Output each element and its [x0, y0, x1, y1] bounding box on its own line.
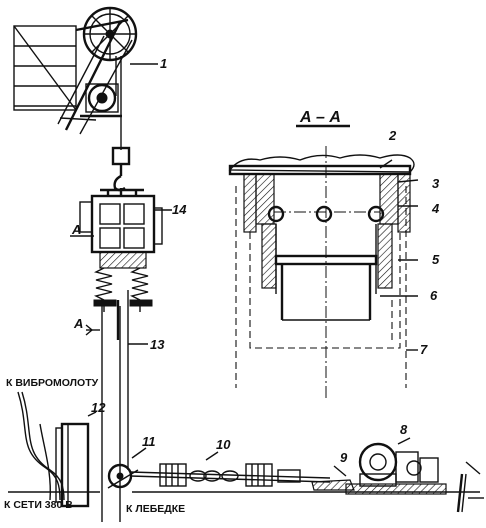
chain-tensioner-10	[159, 463, 301, 487]
winch-8	[345, 437, 447, 495]
callout-10: 10	[216, 437, 231, 452]
callout-6: 6	[430, 288, 438, 303]
section-title: А – А	[299, 109, 341, 126]
callout-8: 8	[400, 422, 408, 437]
caption-mains: К СЕТИ 380 В	[4, 499, 73, 511]
vibration-springs	[93, 267, 153, 312]
caption-vibrohammer: К ВИБРОМОЛОТУ	[6, 377, 99, 389]
vibrohammer-14	[79, 188, 163, 269]
winch-cable	[129, 471, 331, 479]
callout-1: 1	[160, 56, 167, 71]
callout-2: 2	[388, 128, 397, 143]
caption-winch: К ЛЕБЕДКЕ	[126, 503, 185, 515]
section-marker-upper: А	[71, 222, 81, 237]
stake	[456, 461, 484, 513]
callout-13: 13	[150, 337, 165, 352]
top-pulley	[82, 6, 138, 62]
callout-11: 11	[142, 434, 156, 449]
callout-3: 3	[432, 176, 440, 191]
callout-9: 9	[340, 450, 348, 465]
callout-4: 4	[431, 201, 440, 216]
callout-14: 14	[172, 202, 187, 217]
power-cables	[17, 391, 65, 501]
callout-7: 7	[420, 342, 428, 357]
winch-motor-1	[80, 83, 122, 118]
callout-12: 12	[91, 400, 106, 415]
section-marker-lower: А	[73, 316, 83, 331]
section-a-a	[228, 146, 415, 400]
anchor-9	[311, 465, 355, 491]
callout-5: 5	[432, 252, 440, 267]
